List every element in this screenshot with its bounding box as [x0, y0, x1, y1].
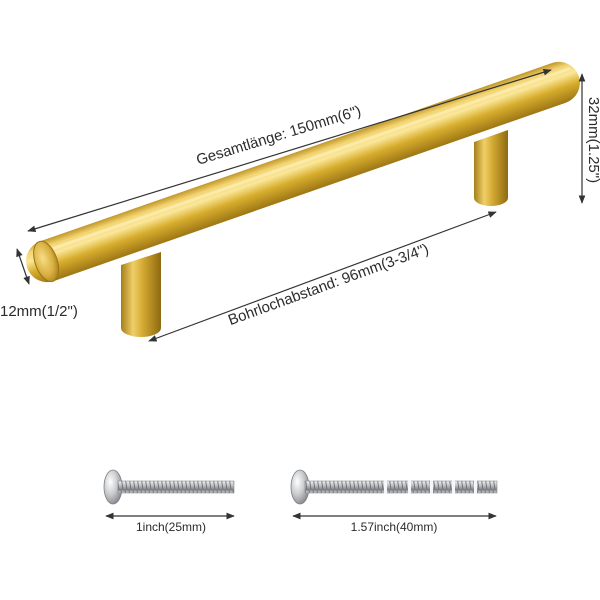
height-label: 32mm(1.25") [585, 97, 600, 183]
hole-spacing-dimension-line [148, 211, 497, 342]
diameter-dimension-line [16, 248, 30, 285]
short-screw [103, 469, 235, 505]
diameter-label: 12mm(1/2") [0, 303, 78, 320]
long-screw-length-label: 1.57inch(40mm) [351, 520, 438, 534]
right-post [474, 130, 508, 206]
long-screw [290, 469, 498, 505]
left-post [121, 252, 161, 337]
total-length-dimension-line [27, 69, 552, 232]
hole-spacing-label: Bohrlochabstand: 96mm(3-3/4") [226, 241, 431, 330]
short-screw-length-label: 1inch(25mm) [136, 520, 206, 534]
